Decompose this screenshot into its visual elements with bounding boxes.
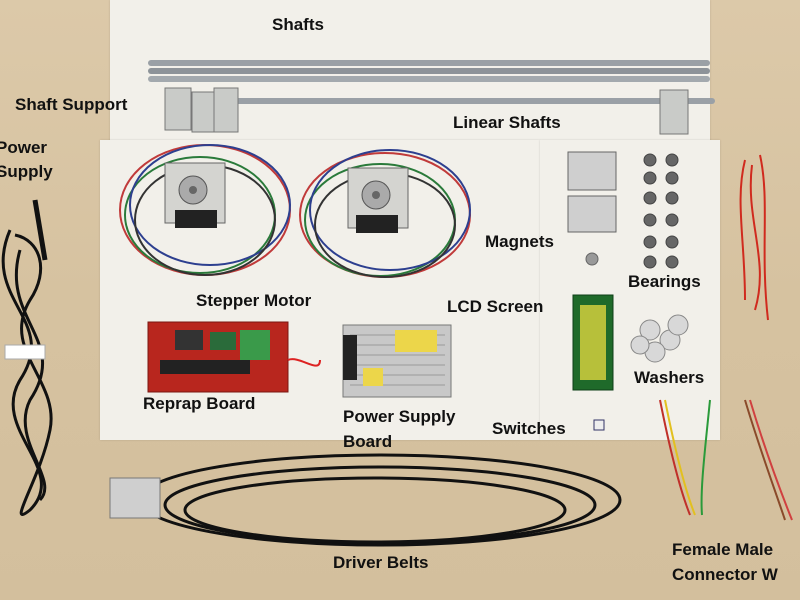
washers-pile xyxy=(630,314,689,363)
label-power-supply-board-line2: Board xyxy=(343,432,393,451)
label-linear-shafts: Linear Shafts xyxy=(453,113,561,132)
label-reprap-board: Reprap Board xyxy=(143,394,256,413)
reprap-board xyxy=(147,321,321,393)
connector-wires xyxy=(659,399,793,521)
label-power-supply-line1: Power xyxy=(0,138,48,157)
stepper-motor-left xyxy=(119,144,291,276)
red-wires xyxy=(739,154,769,321)
label-power-supply-board-line1: Power Supply xyxy=(343,407,456,426)
stepper-motor-right xyxy=(299,149,471,278)
lcd-screen xyxy=(572,294,614,391)
label-connector-line2: Connector W xyxy=(672,565,778,584)
label-connector-line1: Female Male xyxy=(672,540,774,559)
power-supply-cable xyxy=(1,199,53,517)
switch-part xyxy=(593,419,605,431)
shaft-supports xyxy=(164,87,689,135)
magnets-blocks xyxy=(567,151,617,266)
label-magnets: Magnets xyxy=(485,232,554,251)
label-washers: Washers xyxy=(634,368,705,387)
label-driver-belts: Driver Belts xyxy=(333,553,429,572)
label-switches: Switches xyxy=(492,419,566,438)
label-lcd-screen: LCD Screen xyxy=(447,297,544,316)
bearings-grid xyxy=(643,153,679,269)
power-supply-board xyxy=(342,324,452,398)
label-shafts: Shafts xyxy=(272,15,324,34)
label-shaft-support: Shaft Support xyxy=(15,95,128,114)
driver-belts xyxy=(109,453,622,547)
label-stepper-motor: Stepper Motor xyxy=(196,291,312,310)
shafts-rods xyxy=(148,60,715,104)
label-power-supply-line2: Supply xyxy=(0,162,53,181)
label-bearings: Bearings xyxy=(628,272,701,291)
